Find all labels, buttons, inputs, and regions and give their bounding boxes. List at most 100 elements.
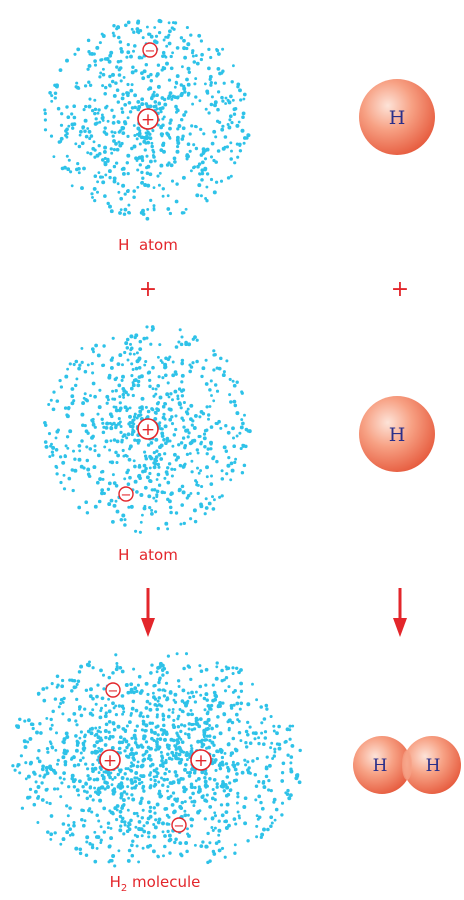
electron-dot xyxy=(55,466,59,469)
electron-dot xyxy=(93,750,98,755)
electron-dot xyxy=(235,762,240,766)
electron-dot xyxy=(79,129,83,134)
electron-dot xyxy=(113,397,117,401)
electron-dot xyxy=(139,764,144,769)
electron-dot xyxy=(179,36,184,40)
electron-dot xyxy=(92,465,97,470)
electron-dot xyxy=(82,746,87,750)
electron-dot xyxy=(212,455,216,459)
electron-dot xyxy=(129,342,132,346)
electron-dot xyxy=(117,784,122,788)
electron-dot xyxy=(216,715,220,719)
electron-dot xyxy=(78,133,82,137)
electron-dot xyxy=(112,23,116,28)
electron-dot xyxy=(131,368,135,371)
electron-dot xyxy=(197,183,202,188)
electron-dot xyxy=(108,775,112,780)
electron-dot xyxy=(108,448,112,452)
electron-dot xyxy=(226,176,231,180)
electron-dot xyxy=(91,713,95,717)
electron-dot xyxy=(196,164,200,169)
electron-dot xyxy=(116,362,121,366)
electron-dot xyxy=(205,475,209,479)
electron-dot xyxy=(237,670,241,675)
electron-dot xyxy=(215,48,220,53)
electron-dot xyxy=(116,25,121,30)
electron-dot xyxy=(155,802,160,807)
electron-dot xyxy=(280,801,285,805)
electron-dot xyxy=(166,654,170,658)
electron-dot xyxy=(188,452,192,455)
electron-dot xyxy=(145,154,149,158)
electron-dot xyxy=(112,139,116,143)
electron-dot xyxy=(84,398,88,402)
electron-dot xyxy=(259,705,263,709)
electron-dot xyxy=(195,722,200,726)
electron-dot xyxy=(125,337,130,342)
electron-dot xyxy=(239,701,244,706)
electron-dot xyxy=(133,479,138,484)
electron-dot xyxy=(185,496,189,500)
electron-dot xyxy=(260,731,264,735)
electron-dot xyxy=(189,33,193,37)
electron-dot xyxy=(119,425,123,428)
electron-dot xyxy=(155,93,159,98)
electron-dot xyxy=(238,144,242,147)
electron-dot xyxy=(128,822,132,827)
electron-dot xyxy=(149,72,153,77)
electron-dot xyxy=(225,359,229,363)
electron-dot xyxy=(156,383,161,388)
electron-dot xyxy=(186,435,190,439)
electron-dot xyxy=(262,785,267,790)
electron-dot xyxy=(161,673,165,677)
electron-dot xyxy=(204,107,208,111)
electron-dot xyxy=(200,770,205,775)
electron-dot xyxy=(169,510,173,515)
electron-dot xyxy=(49,134,54,138)
electron-dot xyxy=(70,112,74,116)
electron-dot xyxy=(132,690,136,695)
electron-dot xyxy=(97,405,102,410)
electron-dot xyxy=(146,207,150,211)
electron-dot xyxy=(86,774,90,778)
electron-dot xyxy=(149,198,153,203)
electron-dot xyxy=(224,810,229,815)
electron-dot xyxy=(95,480,100,485)
electron-dot xyxy=(161,117,165,121)
electron-dot xyxy=(129,88,134,93)
electron-dot xyxy=(174,345,179,349)
electron-dot xyxy=(183,55,188,60)
electron-dot xyxy=(219,750,224,754)
electron-dot xyxy=(158,676,162,680)
electron-dot xyxy=(170,467,174,471)
electron-dot xyxy=(45,716,49,720)
electron-dot xyxy=(280,771,285,775)
electron-dot xyxy=(222,370,226,374)
electron-dot xyxy=(91,697,95,701)
electron-dot xyxy=(98,477,103,482)
electron-dot xyxy=(165,777,169,782)
electron-dot xyxy=(179,777,184,781)
electron-dot xyxy=(219,803,224,807)
electron-dot xyxy=(155,707,160,712)
electron-dot xyxy=(119,208,123,212)
electron-dot xyxy=(91,371,95,375)
electron-dot xyxy=(195,338,199,342)
electron-dot xyxy=(140,407,144,411)
electron-dot xyxy=(232,817,237,821)
electron-dot xyxy=(95,45,100,50)
electron-dot xyxy=(156,855,160,859)
electron-dot xyxy=(188,132,192,136)
electron-dot xyxy=(126,134,130,139)
electron-dot xyxy=(136,760,140,764)
electron-dot xyxy=(199,504,204,509)
electron-dot xyxy=(149,778,153,781)
electron-dot xyxy=(125,407,130,411)
electron-dot xyxy=(148,702,152,706)
electron-dot xyxy=(71,126,75,130)
electron-dot xyxy=(237,695,241,699)
electron-dot xyxy=(74,85,78,89)
electron-dot xyxy=(210,474,213,478)
electron-dot xyxy=(132,422,136,426)
electron-dot xyxy=(208,74,213,79)
